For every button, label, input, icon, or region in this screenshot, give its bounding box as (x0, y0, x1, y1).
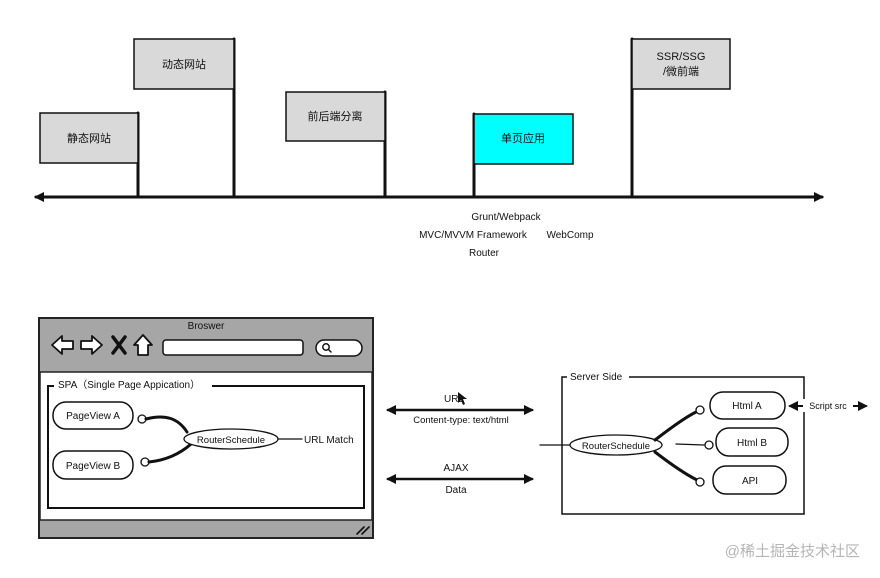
flag-static-site-box (39, 112, 139, 164)
flag-ssr-label-2: /微前端 (663, 64, 699, 78)
html-b-node (715, 427, 789, 457)
resize-grip-icon[interactable] (356, 526, 370, 535)
url-match-label: URL Match (304, 435, 354, 446)
address-bar[interactable] (162, 339, 304, 356)
pageview-b (52, 450, 134, 480)
url-request: URL Content-type: text/html (386, 394, 534, 426)
data-label: Data (445, 485, 467, 496)
content-type-label: Content-type: text/html (413, 415, 509, 426)
browser-router-label: RouterSchedule (197, 435, 265, 446)
flag-static-site: 静态网站 (39, 111, 140, 199)
ajax-label: AJAX (443, 463, 468, 474)
flag-ssr: SSR/SSG /微前端 (630, 37, 731, 199)
flag-spa: 单页应用 (472, 112, 574, 199)
home-icon (133, 334, 153, 356)
api-label: API (742, 476, 758, 487)
api-node (712, 465, 787, 495)
server-router-schedule (569, 434, 663, 456)
flag-spa-label: 单页应用 (501, 131, 545, 145)
html-a-label: Html A (732, 401, 762, 412)
browser-window: Broswer SPA（Single Page Appication） (38, 317, 374, 539)
flag-static-site-label: 静态网站 (67, 131, 111, 145)
browser-title: Broswer (188, 321, 225, 332)
server-side-label: Server Side (570, 372, 623, 383)
flag-dynamic-site-box (133, 38, 235, 90)
search-icon (322, 343, 332, 353)
forward-arrow-icon (80, 335, 103, 355)
flag-dynamic-site: 动态网站 (133, 37, 236, 199)
watermark: @稀土掘金技术社区 (725, 543, 860, 560)
flag-ssr-box (631, 38, 731, 90)
pageview-a-label: PageView A (66, 411, 120, 422)
html-a-node (709, 391, 786, 420)
url-label: URL (444, 394, 464, 405)
mouse-cursor-icon (458, 392, 467, 405)
flag-spa-box (473, 113, 574, 165)
spa-group-label: SPA（Single Page Appication） (58, 379, 200, 391)
flag-separation: 前后端分离 (285, 90, 387, 199)
tech-note-router: Router (469, 248, 500, 259)
tech-note-webpack: Grunt/Webpack (471, 212, 541, 223)
flag-separation-box (285, 91, 386, 142)
pageview-b-label: PageView B (66, 461, 121, 472)
tech-note-webcomp: WebComp (546, 230, 593, 241)
ajax-request: AJAX Data (386, 463, 534, 496)
server-router-label: RouterSchedule (582, 441, 650, 452)
flag-separation-label: 前后端分离 (308, 109, 363, 123)
close-icon (111, 335, 127, 355)
server-side: Server Side RouterSchedule Html A Html B… (539, 371, 868, 515)
flag-ssr-label: SSR/SSG (657, 51, 706, 63)
pageview-a (52, 401, 134, 430)
tech-note-framework: MVC/MVVM Framework (419, 230, 528, 241)
script-src-label: Script src (809, 401, 847, 411)
html-b-label: Html B (737, 438, 767, 449)
flag-dynamic-site-label: 动态网站 (162, 57, 206, 71)
back-arrow-icon (51, 335, 74, 355)
